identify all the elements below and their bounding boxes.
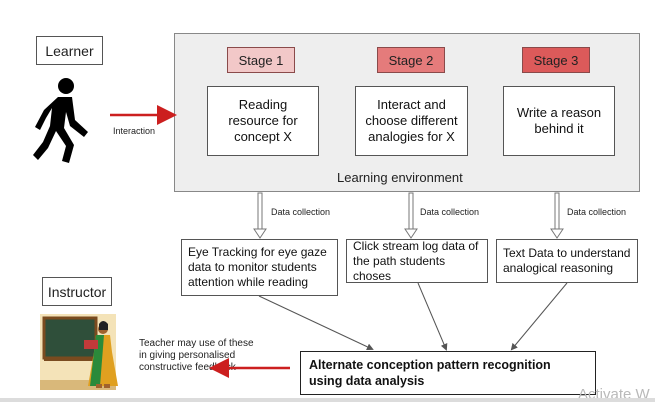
- interaction-label: Interaction: [113, 126, 156, 136]
- eye-tracking-to-result-line: [258, 295, 374, 351]
- stage-1-tag: Stage 1: [227, 47, 295, 73]
- data-collection-arrow-2: [404, 192, 418, 239]
- instructor-box: Instructor: [42, 277, 112, 306]
- stage-2-tag: Stage 2: [377, 47, 445, 73]
- data-collection-label-3: Data collection: [567, 207, 627, 217]
- data-collection-arrow-3: [550, 192, 564, 239]
- textdata-to-result-line: [510, 282, 568, 351]
- bottom-band: [0, 398, 655, 402]
- stage-1-box: Reading resource for concept X: [207, 86, 319, 156]
- learner-box: Learner: [36, 36, 103, 65]
- clickstream-to-result-line: [417, 282, 448, 351]
- environment-label: Learning environment: [337, 170, 463, 185]
- result-box: Alternate conception pattern recognition…: [300, 351, 596, 395]
- data-collection-arrow-1: [253, 192, 267, 239]
- learner-label: Learner: [45, 42, 94, 59]
- clickstream-box: Click stream log data of the path studen…: [346, 239, 488, 283]
- stage-3-box: Write a reason behind it: [503, 86, 615, 156]
- text-data-box: Text Data to understand analogical reaso…: [496, 239, 638, 283]
- feedback-text: Teacher may use of these in giving perso…: [139, 338, 254, 373]
- instructor-label: Instructor: [47, 283, 107, 300]
- eye-tracking-box: Eye Tracking for eye gaze data to monito…: [181, 239, 338, 296]
- stage-3-tag: Stage 3: [522, 47, 590, 73]
- data-collection-label-2: Data collection: [420, 207, 480, 217]
- data-collection-label-1: Data collection: [271, 207, 331, 217]
- stage-2-box: Interact and choose different analogies …: [355, 86, 468, 156]
